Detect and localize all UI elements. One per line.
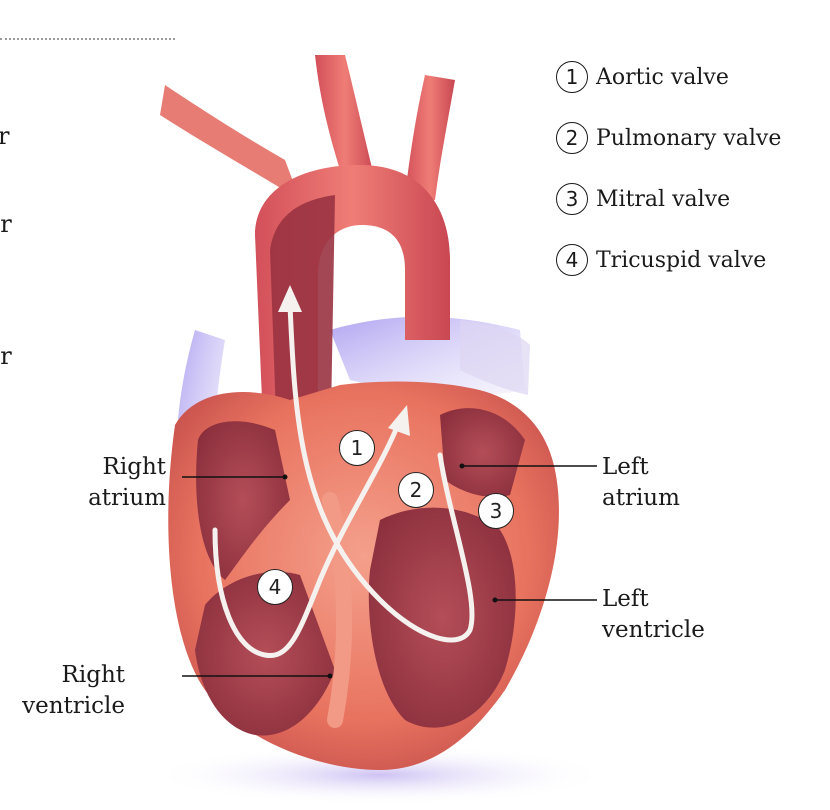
legend-label-1: Aortic valve	[596, 65, 729, 90]
valve-marker-3: 3	[478, 493, 514, 529]
legend-item-mitral: 3 Mitral valve	[556, 178, 781, 220]
label-right-atrium-line1: Right	[40, 452, 166, 483]
left-branch-vessel	[160, 85, 300, 200]
legend-item-aortic: 1 Aortic valve	[556, 56, 781, 98]
label-right-atrium-line2: atrium	[40, 483, 166, 514]
legend-number-1: 1	[556, 61, 588, 93]
label-right-ventricle-line2: ventricle	[20, 691, 125, 722]
legend-label-3: Mitral valve	[596, 187, 730, 212]
label-left-ventricle-line2: ventricle	[602, 615, 705, 646]
label-left-ventricle: Left ventricle	[602, 584, 705, 646]
valve-marker-1: 1	[339, 430, 375, 466]
legend-item-pulmonary: 2 Pulmonary valve	[556, 117, 781, 159]
label-right-ventricle-line1: Right	[20, 660, 125, 691]
label-left-atrium-line1: Left	[602, 452, 680, 483]
legend-item-tricuspid: 4 Tricuspid valve	[556, 239, 781, 281]
legend-number-2: 2	[556, 122, 588, 154]
label-left-atrium-line2: atrium	[602, 483, 680, 514]
label-left-ventricle-line1: Left	[602, 584, 705, 615]
valve-legend: 1 Aortic valve 2 Pulmonary valve 3 Mitra…	[556, 56, 781, 300]
label-right-ventricle: Right ventricle	[20, 660, 125, 722]
legend-number-4: 4	[556, 244, 588, 276]
label-left-atrium: Left atrium	[602, 452, 680, 514]
legend-number-3: 3	[556, 183, 588, 215]
legend-label-2: Pulmonary valve	[596, 126, 781, 151]
legend-label-4: Tricuspid valve	[596, 248, 766, 273]
valve-marker-2: 2	[398, 472, 434, 508]
label-right-atrium: Right atrium	[40, 452, 166, 514]
valve-marker-4: 4	[257, 569, 293, 605]
